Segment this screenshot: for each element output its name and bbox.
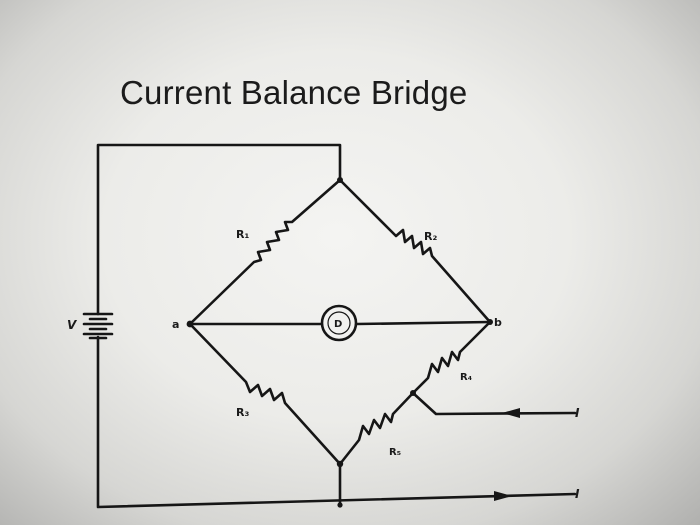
detector-icon (320, 304, 358, 342)
node-b (487, 319, 493, 325)
wire-left-top (96, 143, 342, 316)
label-r2: R₂ (424, 230, 437, 243)
wire-current-input (411, 391, 577, 416)
label-voltage: V (67, 318, 78, 332)
resistor-r5 (338, 391, 415, 466)
node-top (337, 177, 343, 183)
resistor-r2 (338, 178, 492, 324)
label-r1: R₁ (236, 228, 249, 241)
label-r3: R₃ (236, 406, 249, 419)
resistor-r3 (188, 322, 342, 466)
resistor-r1 (188, 178, 342, 326)
wire-detector-right (355, 320, 492, 326)
arrow-current-out-icon (494, 491, 512, 501)
label-node-a: a (172, 318, 179, 331)
label-node-b: b (494, 316, 502, 329)
node-base (337, 502, 343, 508)
label-current-out: I (575, 487, 580, 501)
node-a (186, 320, 194, 328)
arrow-current-in-icon (502, 408, 520, 418)
label-detector: D (334, 319, 342, 330)
resistor-r4 (411, 320, 492, 395)
node-bottom (336, 460, 344, 468)
wire-left-bottom (96, 335, 577, 509)
label-current-in: I (575, 406, 580, 420)
label-r4: R₄ (460, 372, 472, 383)
slide-title: Current Balance Bridge (120, 74, 468, 111)
battery-icon (82, 312, 114, 340)
node-r4-r5 (410, 390, 416, 396)
label-r5: R₅ (389, 447, 401, 458)
